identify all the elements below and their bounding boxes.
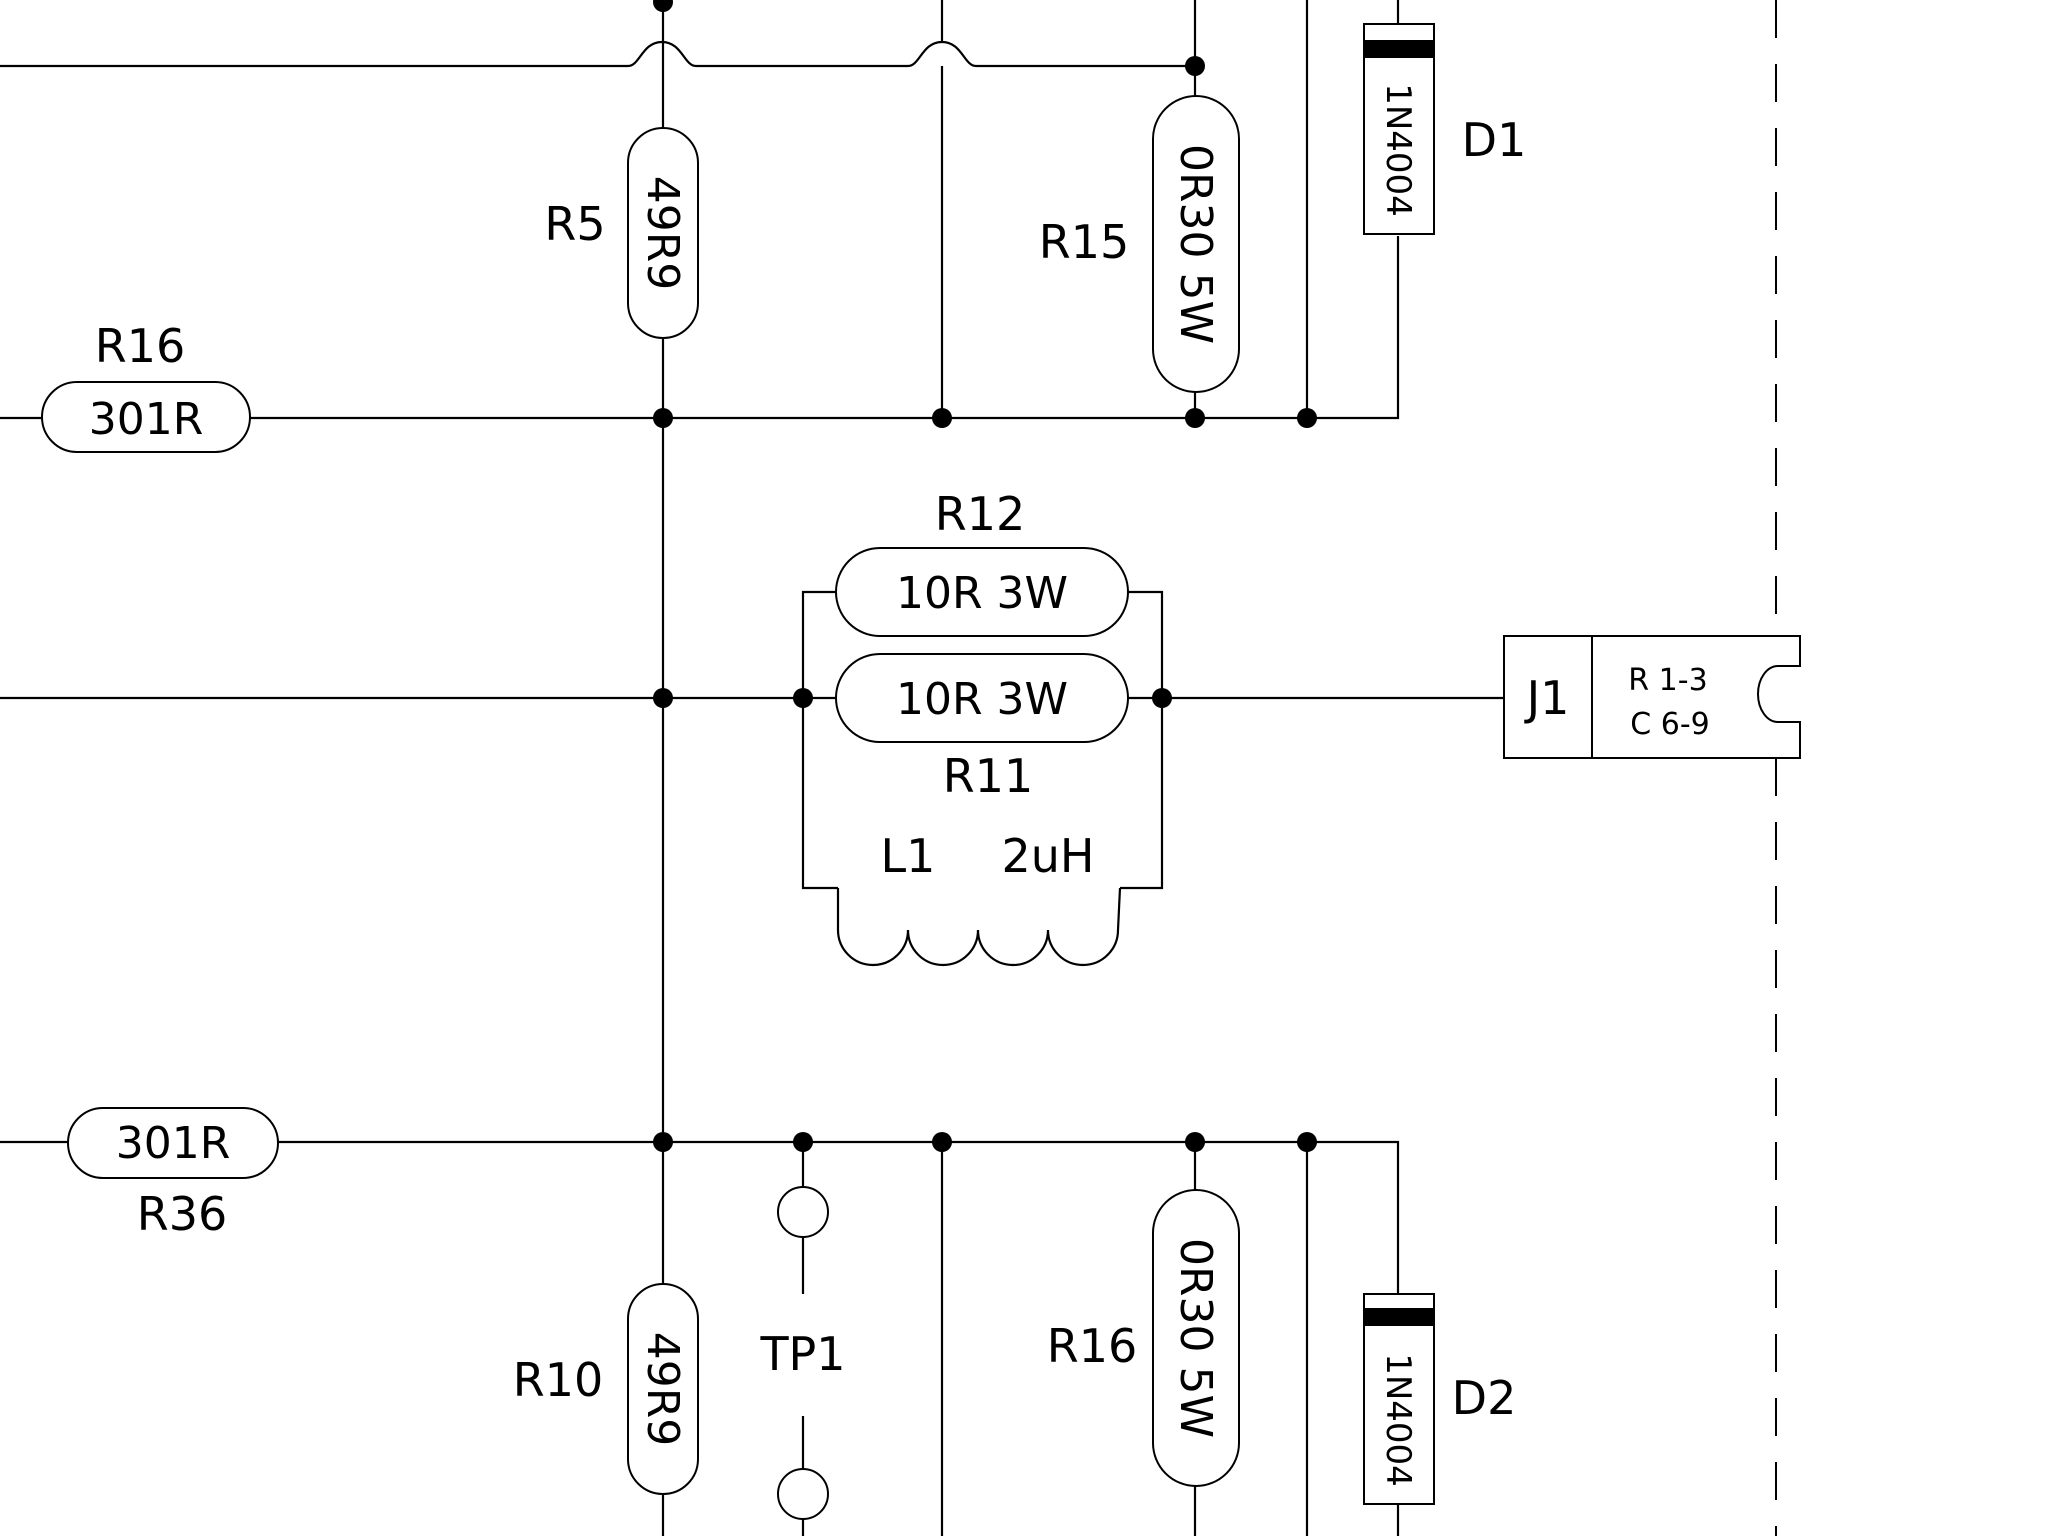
resistor-r11: 10R 3W R11 bbox=[835, 653, 1129, 803]
junction-dot bbox=[1297, 1132, 1317, 1152]
resistor-value: 49R9 bbox=[637, 1332, 688, 1447]
junctions bbox=[653, 0, 1317, 1152]
top-rail-wire bbox=[0, 40, 1196, 68]
diode-value: 1N4004 bbox=[1378, 83, 1418, 217]
junction-dot bbox=[1297, 408, 1317, 428]
resistor-value: 301R bbox=[116, 1118, 231, 1169]
diode-cathode-band bbox=[1364, 1308, 1434, 1326]
resistor-ref: R10 bbox=[513, 1353, 604, 1407]
inductor-ref: L1 bbox=[881, 829, 936, 883]
connector-ref: J1 bbox=[1524, 671, 1570, 725]
junction-dot bbox=[793, 688, 813, 708]
resistor-ref: R16 bbox=[95, 319, 186, 373]
resistor-ref: R15 bbox=[1039, 215, 1130, 269]
resistor-body bbox=[1152, 95, 1240, 393]
wires bbox=[0, 0, 1504, 1536]
resistor-r36: 301R R36 bbox=[67, 1107, 279, 1241]
middle-rail-wire bbox=[0, 236, 1400, 420]
resistor-value: 10R 3W bbox=[896, 674, 1068, 725]
inductor-value: 2uH bbox=[1001, 829, 1094, 883]
resistor-body bbox=[835, 653, 1129, 743]
connector-j1: J1 R 1-3 C 6-9 bbox=[1503, 635, 1801, 759]
diode-cathode-band bbox=[1364, 40, 1434, 58]
resistor-r16-top: 301R R16 bbox=[41, 319, 251, 453]
inductor-coil bbox=[836, 887, 1122, 967]
test-point-tp1: TP1 bbox=[759, 1186, 846, 1520]
test-point-ref: TP1 bbox=[759, 1327, 845, 1381]
diode-body bbox=[1363, 23, 1435, 235]
junction-dot bbox=[1185, 408, 1205, 428]
test-point-pad bbox=[777, 1186, 829, 1238]
connector-pin-label: R 1-3 bbox=[1628, 663, 1707, 698]
parallel-network-wire bbox=[801, 590, 1164, 890]
resistor-value: 49R9 bbox=[637, 176, 688, 291]
diode-body bbox=[1363, 1293, 1435, 1505]
resistor-r12: 10R 3W R12 bbox=[835, 487, 1129, 637]
junction-dot bbox=[793, 1132, 813, 1152]
resistor-ref: R5 bbox=[544, 197, 605, 251]
resistor-body bbox=[41, 381, 251, 453]
junction-dot bbox=[653, 1132, 673, 1152]
resistor-ref: R16 bbox=[1047, 1319, 1138, 1373]
resistor-r5: 49R9 R5 bbox=[544, 127, 699, 339]
resistor-body bbox=[627, 1283, 699, 1495]
junction-dot bbox=[653, 688, 673, 708]
test-point-pad bbox=[777, 1468, 829, 1520]
resistor-r15: 0R30 5W R15 bbox=[1039, 95, 1240, 393]
resistor-ref: R12 bbox=[935, 487, 1026, 541]
junction-dot bbox=[653, 0, 673, 12]
resistor-value: 0R30 5W bbox=[1170, 1238, 1221, 1438]
diode-ref: D2 bbox=[1452, 1371, 1517, 1425]
diode-ref: D1 bbox=[1462, 113, 1527, 167]
bottom-rail-wire bbox=[0, 1140, 1400, 1296]
junction-dot bbox=[1152, 688, 1172, 708]
junction-dot bbox=[932, 408, 952, 428]
resistor-body bbox=[627, 127, 699, 339]
resistor-body bbox=[1152, 1189, 1240, 1487]
junction-dot bbox=[932, 1132, 952, 1152]
connector-ref-box bbox=[1503, 635, 1593, 759]
resistor-value: 301R bbox=[89, 394, 204, 445]
resistor-body bbox=[67, 1107, 279, 1179]
diode-d2: 1N4004 D2 bbox=[1363, 1293, 1517, 1505]
junction-dot bbox=[1185, 1132, 1205, 1152]
resistor-value: 10R 3W bbox=[896, 568, 1068, 619]
resistor-value: 0R30 5W bbox=[1170, 144, 1221, 344]
diode-d1: 1N4004 D1 bbox=[1363, 23, 1527, 235]
connector-body bbox=[1591, 635, 1801, 759]
connector-pin-label: C 6-9 bbox=[1630, 707, 1709, 742]
resistor-body bbox=[835, 547, 1129, 637]
resistor-r10: 49R9 R10 bbox=[513, 1283, 699, 1495]
inductor-l1: L1 2uH bbox=[836, 829, 1122, 967]
resistor-ref: R36 bbox=[137, 1187, 228, 1241]
junction-dot bbox=[653, 408, 673, 428]
diode-value: 1N4004 bbox=[1378, 1353, 1418, 1487]
resistor-r16-bottom: 0R30 5W R16 bbox=[1047, 1189, 1240, 1487]
resistor-ref: R11 bbox=[943, 749, 1034, 803]
junction-dot bbox=[1185, 56, 1205, 76]
